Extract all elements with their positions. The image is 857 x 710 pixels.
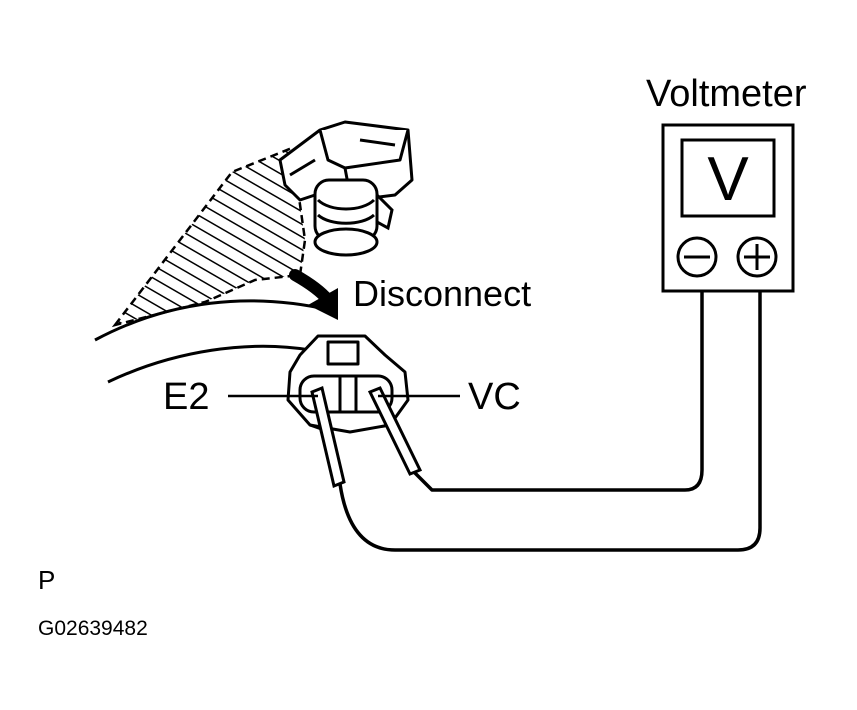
figure-code: G02639482 xyxy=(38,617,148,640)
test-probes xyxy=(310,385,423,489)
sensor-connector-housing xyxy=(278,120,414,202)
meter-symbol: V xyxy=(707,145,749,214)
disconnect-label: Disconnect xyxy=(353,273,532,314)
sensor-body xyxy=(111,146,307,328)
sensor-plug xyxy=(313,178,394,257)
vc-terminal-label: VC xyxy=(468,376,521,418)
voltmeter: V xyxy=(661,123,795,293)
e2-terminal-label: E2 xyxy=(163,376,210,418)
page-letter: P xyxy=(38,565,56,595)
voltmeter-label: Voltmeter xyxy=(646,73,807,115)
hose-outline xyxy=(94,299,331,384)
test-leads xyxy=(338,290,762,552)
curved-arrow-down-icon xyxy=(289,269,338,320)
